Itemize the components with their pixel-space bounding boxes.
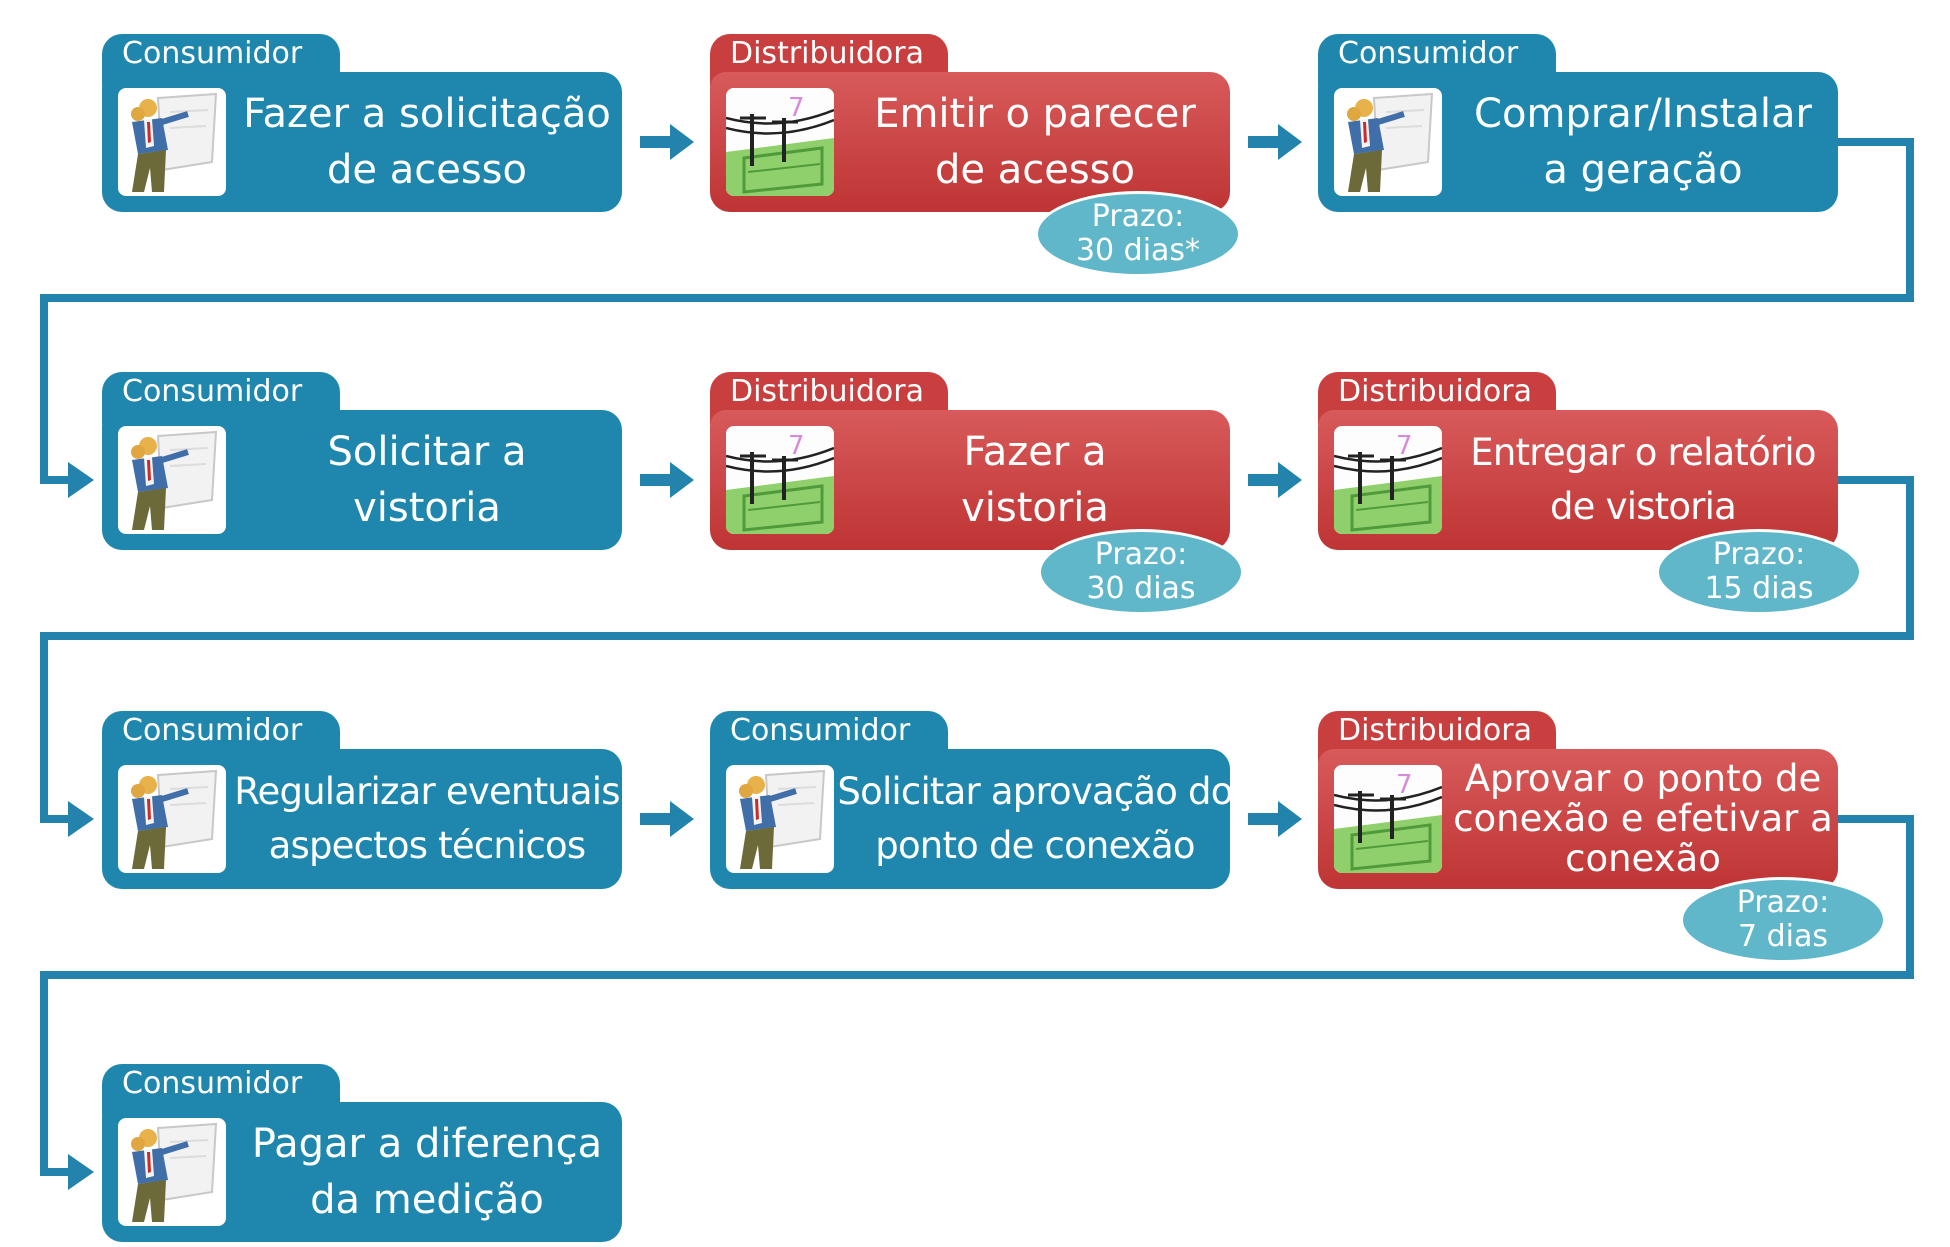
deadline-bubble: Prazo: 30 dias* <box>1035 191 1241 277</box>
deadline-value: 30 dias* <box>1075 233 1201 268</box>
person-with-chart-icon <box>118 765 226 873</box>
actor-tab: Consumidor <box>102 1064 340 1116</box>
step-label-line: Regularizar eventuais <box>234 770 620 813</box>
step-label-line: Aprovar o ponto de <box>1464 757 1822 800</box>
step-label-line: conexão <box>1565 837 1721 880</box>
deadline-value: 15 dias <box>1704 571 1814 606</box>
svg-text:7: 7 <box>1396 431 1413 461</box>
deadline-label: Prazo: <box>1091 199 1185 234</box>
step-1: Consumidor Fazer a solicitação de acesso <box>102 34 622 212</box>
deadline-label: Prazo: <box>1736 885 1830 920</box>
person-with-chart-icon <box>118 426 226 534</box>
power-lines-icon: 7 <box>726 426 834 534</box>
step-label-line: de acesso <box>327 147 527 193</box>
svg-text:7: 7 <box>788 93 805 123</box>
row-wrap-connector <box>40 138 1914 484</box>
person-with-chart-icon <box>726 765 834 873</box>
step-label-line: ponto de conexão <box>875 824 1195 867</box>
deadline-value: 7 dias <box>1737 919 1828 954</box>
step-box: 7 Emitir o parecer de acesso <box>710 72 1230 212</box>
flow-arrow <box>640 124 694 160</box>
step-6: Distribuidora 7 Entregar o relatório de … <box>1318 372 1838 550</box>
step-box: Fazer a solicitação de acesso <box>102 72 622 212</box>
person-with-chart-icon <box>118 88 226 196</box>
step-label-line: de vistoria <box>1550 485 1737 528</box>
step-label: Solicitar a vistoria <box>236 410 618 550</box>
step-label: Entregar o relatório de vistoria <box>1452 410 1834 550</box>
step-label: Comprar/Instalar a geração <box>1452 72 1834 212</box>
person-with-chart-icon <box>1334 88 1442 196</box>
step-label-line: vistoria <box>353 485 501 531</box>
step-box: Solicitar a vistoria <box>102 410 622 550</box>
flow-arrow <box>1248 124 1302 160</box>
power-lines-icon: 7 <box>1334 765 1442 873</box>
deadline-label: Prazo: <box>1094 537 1188 572</box>
step-label-line: conexão e efetivar a <box>1453 797 1833 840</box>
step-box: 7 Aprovar o ponto de conexão e efetivar … <box>1318 749 1838 889</box>
svg-text:7: 7 <box>788 431 805 461</box>
step-box: 7 Fazer a vistoria <box>710 410 1230 550</box>
step-10: Consumidor Pagar a diferença da medição <box>102 1064 622 1242</box>
step-box: Regularizar eventuais aspectos técnicos <box>102 749 622 889</box>
step-box: 7 Entregar o relatório de vistoria <box>1318 410 1838 550</box>
deadline-bubble: Prazo: 15 dias <box>1656 529 1862 615</box>
svg-text:7: 7 <box>1396 770 1413 800</box>
step-label: Solicitar aprovação do ponto de conexão <box>837 749 1233 889</box>
row-wrap-arrowhead <box>68 462 94 498</box>
step-label-line: de acesso <box>935 147 1135 193</box>
step-label-line: da medição <box>310 1177 544 1223</box>
step-5: Distribuidora 7 Fazer a vistoria <box>710 372 1230 550</box>
step-label: Pagar a diferença da medição <box>236 1102 618 1242</box>
step-label-line: Comprar/Instalar <box>1474 91 1812 137</box>
step-label-line: Fazer a solicitação <box>243 91 611 137</box>
flow-arrow <box>640 801 694 837</box>
step-box: Solicitar aprovação do ponto de conexão <box>710 749 1233 889</box>
deadline-bubble: Prazo: 7 dias <box>1680 877 1886 963</box>
step-3: Consumidor Comprar/Instalar a geração <box>1318 34 1838 212</box>
step-label-line: Fazer a <box>963 429 1107 475</box>
row-wrap-connector <box>40 815 1914 1176</box>
row-wrap-connector <box>40 476 1914 823</box>
step-label: Regularizar eventuais aspectos técnicos <box>234 749 620 889</box>
step-4: Consumidor Solicitar a vistoria <box>102 372 622 550</box>
step-label-line: Pagar a diferença <box>251 1121 603 1167</box>
power-lines-icon: 7 <box>726 88 834 196</box>
step-label-line: aspectos técnicos <box>268 824 587 867</box>
step-label: Fazer a vistoria <box>844 410 1226 550</box>
step-label-line: Entregar o relatório <box>1470 431 1816 474</box>
flow-arrow <box>640 462 694 498</box>
step-8: Consumidor Solicitar aprovação do ponto … <box>710 711 1233 889</box>
step-label-line: Solicitar a <box>327 429 527 475</box>
deadline-value: 30 dias <box>1086 571 1196 606</box>
step-7: Consumidor Regularizar eventuais aspecto… <box>102 711 622 889</box>
step-9: Distribuidora 7 Aprovar o ponto de conex… <box>1318 711 1838 889</box>
step-2: Distribuidora 7 Emitir o parecer de aces… <box>710 34 1230 212</box>
step-label-line: Solicitar aprovação do <box>837 770 1233 813</box>
step-label: Aprovar o ponto de conexão e efetivar a … <box>1452 749 1834 889</box>
row-wrap-arrowhead <box>68 801 94 837</box>
step-box: Pagar a diferença da medição <box>102 1102 622 1242</box>
flow-arrow <box>1248 801 1302 837</box>
deadline-bubble: Prazo: 30 dias <box>1038 529 1244 615</box>
row-wrap-arrowhead <box>68 1154 94 1190</box>
step-label-line: Emitir o parecer <box>874 91 1196 137</box>
flow-arrow <box>1248 462 1302 498</box>
person-with-chart-icon <box>118 1118 226 1226</box>
power-lines-icon: 7 <box>1334 426 1442 534</box>
step-box: Comprar/Instalar a geração <box>1318 72 1838 212</box>
step-label-line: a geração <box>1543 147 1743 193</box>
step-label: Emitir o parecer de acesso <box>844 72 1226 212</box>
deadline-label: Prazo: <box>1712 537 1806 572</box>
step-label: Fazer a solicitação de acesso <box>236 72 618 212</box>
step-label-line: vistoria <box>961 485 1109 531</box>
